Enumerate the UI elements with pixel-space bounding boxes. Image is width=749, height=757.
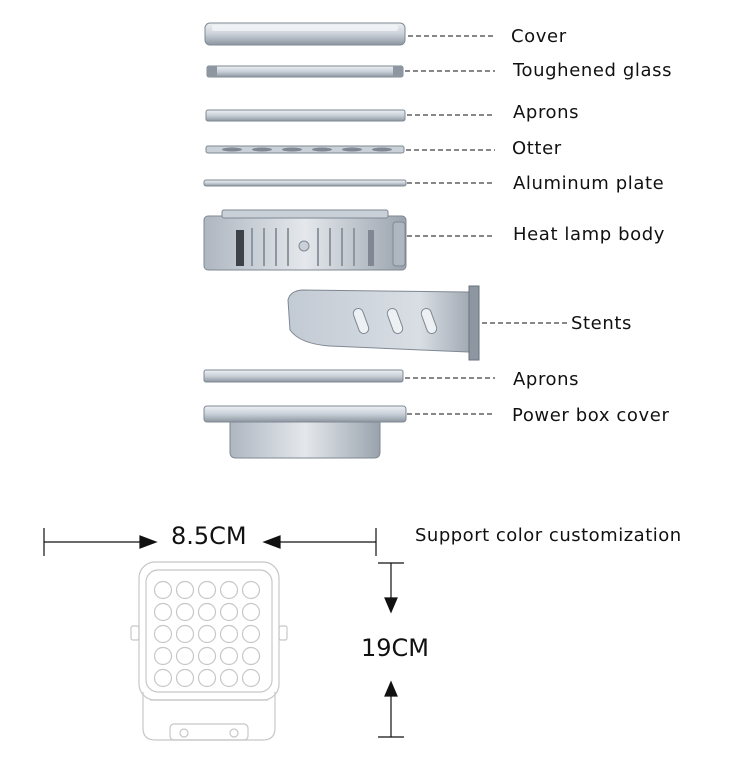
aprons-top-part	[205, 109, 406, 122]
lens-circle	[197, 646, 217, 666]
lens-circle	[153, 580, 173, 600]
lens-circle	[241, 602, 261, 622]
lens-grid	[153, 580, 261, 688]
lens-circle	[219, 646, 239, 666]
lens-circle	[241, 624, 261, 644]
heat-lamp-body-part	[203, 209, 407, 271]
lens-circle	[219, 602, 239, 622]
lens-circle	[197, 580, 217, 600]
lens-circle	[175, 624, 195, 644]
label-heat-lamp-body: Heat lamp body	[513, 224, 665, 245]
lens-circle	[197, 668, 217, 688]
lens-circle	[241, 580, 261, 600]
lens-circle	[153, 624, 173, 644]
width-dimension	[43, 528, 377, 556]
cover-part	[204, 22, 406, 46]
power-box-cover-part	[203, 405, 407, 459]
lens-circle	[175, 602, 195, 622]
glass-part	[206, 65, 404, 78]
lens-circle	[153, 646, 173, 666]
aluminum-plate-part	[203, 179, 407, 187]
lens-circle	[175, 646, 195, 666]
height-label: 19CM	[361, 634, 429, 662]
label-toughened-glass: Toughened glass	[512, 60, 672, 81]
label-power-box-cover: Power box cover	[512, 405, 669, 426]
label-cover: Cover	[511, 26, 567, 47]
height-dimension	[378, 562, 404, 738]
lens-circle	[219, 668, 239, 688]
lens-circle	[219, 624, 239, 644]
otter-part	[205, 145, 405, 154]
lens-circle	[175, 580, 195, 600]
label-stents: Stents	[571, 313, 632, 334]
lens-circle	[219, 580, 239, 600]
label-aprons-top: Aprons	[513, 102, 579, 123]
lens-circle	[241, 646, 261, 666]
lens-circle	[153, 602, 173, 622]
leader-lines	[405, 35, 568, 415]
label-otter: Otter	[512, 138, 562, 159]
lens-circle	[197, 602, 217, 622]
color-customization-note: Support color customization	[415, 525, 682, 546]
stents-part	[287, 285, 480, 361]
label-aprons-bottom: Aprons	[513, 369, 579, 390]
lens-circle	[153, 668, 173, 688]
lens-circle	[197, 624, 217, 644]
width-label: 8.5CM	[171, 522, 247, 550]
aprons-bottom-part	[203, 369, 404, 383]
lens-circle	[175, 668, 195, 688]
label-aluminum-plate: Aluminum plate	[513, 173, 664, 194]
lens-circle	[241, 668, 261, 688]
floodlight-sketch	[130, 561, 288, 741]
